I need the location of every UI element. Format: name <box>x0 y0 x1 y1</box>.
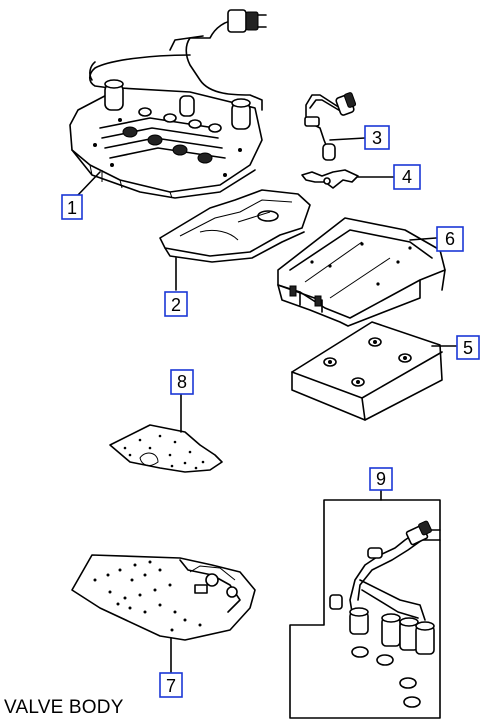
callout-8-label: 8 <box>177 372 187 392</box>
callout-9-label: 9 <box>376 469 386 489</box>
part-filter <box>159 189 311 263</box>
part-retainer-clip <box>301 169 359 189</box>
callout-6-label: 6 <box>445 229 455 249</box>
callout-7-label: 7 <box>166 676 176 696</box>
part-gasket <box>109 424 223 473</box>
callout-5-label: 5 <box>463 338 473 358</box>
callout-9: 9 <box>369 467 393 491</box>
callout-2-label: 2 <box>171 295 181 315</box>
callout-1: 1 <box>61 194 83 220</box>
part-spacer-plate <box>71 554 256 641</box>
leader-6 <box>409 237 437 241</box>
leader-3 <box>329 137 366 141</box>
callout-1-label: 1 <box>67 198 77 218</box>
part-valve-body-assembly <box>69 9 267 199</box>
callout-5: 5 <box>456 335 480 360</box>
leader-1 <box>77 171 101 196</box>
diagram-caption: VALVE BODY <box>4 697 124 718</box>
part-solenoid-harness <box>289 499 441 719</box>
part-wiring-connector <box>304 92 357 161</box>
callout-4-label: 4 <box>402 167 412 187</box>
part-oil-pan <box>291 321 443 421</box>
leader-lines <box>77 137 457 673</box>
callout-3-label: 3 <box>372 128 382 148</box>
callout-8: 8 <box>170 369 194 395</box>
callout-7: 7 <box>159 672 183 698</box>
callout-3: 3 <box>364 125 390 150</box>
callout-4: 4 <box>393 164 421 190</box>
callout-6: 6 <box>436 226 464 252</box>
part-cover-pan <box>277 217 446 327</box>
callout-2: 2 <box>164 291 188 317</box>
